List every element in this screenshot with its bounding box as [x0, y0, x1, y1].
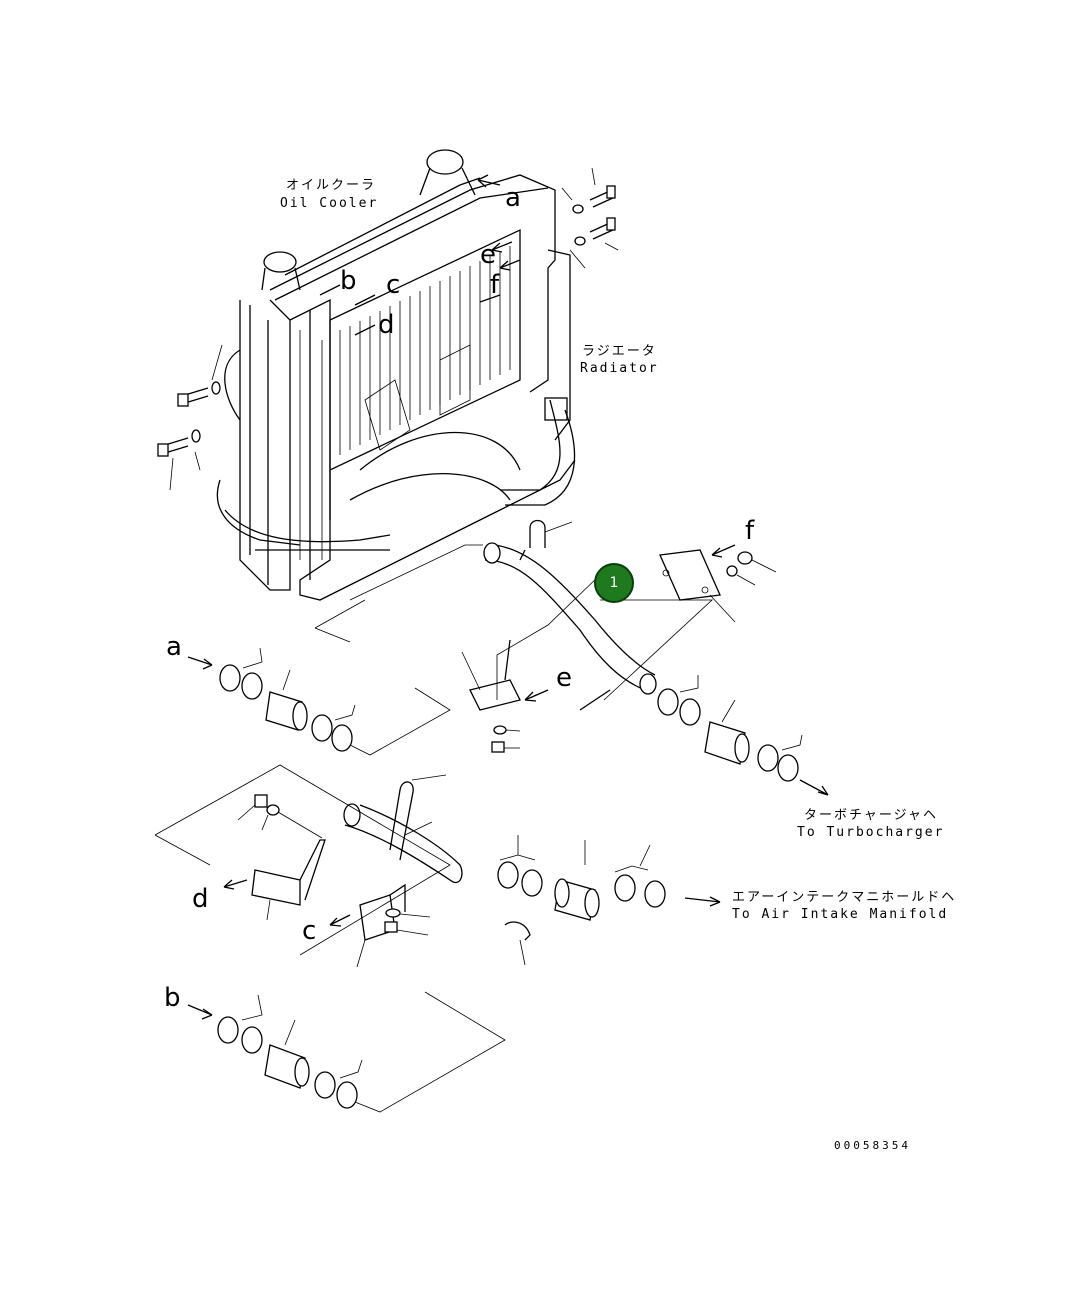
hose-set-b	[187, 991, 506, 1113]
ref-letter-d-top: d	[378, 310, 395, 340]
turbo-label-jp: ターボチャージャヘ	[804, 808, 938, 823]
hose-set-turbo	[657, 675, 829, 796]
ref-letter-b: b	[164, 983, 181, 1013]
ref-letter-f: f	[745, 516, 755, 546]
hose-set-a	[187, 647, 451, 756]
intercooler-pipe-1	[314, 519, 714, 701]
bracket-e	[461, 639, 611, 753]
part-callout-number: 1	[609, 575, 619, 591]
part-callout-1[interactable]: 1	[594, 563, 634, 603]
bracket-f	[659, 544, 777, 623]
radiator-assembly	[216, 149, 576, 601]
ref-letter-d: d	[192, 884, 209, 914]
oil-cooler-label-en: Oil Cooler	[280, 196, 379, 211]
ref-letter-c: c	[302, 916, 317, 946]
hose-set-intake	[497, 835, 721, 921]
ref-letter-e: e	[556, 663, 572, 693]
radiator-label-jp: ラジエータ	[582, 344, 657, 359]
left-bolts	[157, 344, 223, 491]
intake-label-en: To Air Intake Manifold	[732, 907, 949, 922]
radiator-arrows	[319, 174, 521, 336]
radiator-label-en: Radiator	[580, 361, 659, 376]
intake-label-jp: エアーインテークマニホールドヘ	[732, 890, 957, 905]
ref-letter-f-top: f	[490, 270, 500, 300]
ref-letter-c-top: c	[386, 270, 401, 300]
drawing-number: 00058354	[834, 1139, 911, 1152]
ref-letter-b-top: b	[340, 266, 357, 296]
ref-letter-e-top: e	[480, 240, 496, 270]
lower-pipe	[154, 764, 531, 968]
right-top-bolts	[561, 167, 619, 269]
ref-letter-a: a	[166, 632, 182, 662]
oil-cooler-label-jp: オイルクーラ	[286, 178, 377, 193]
ref-letter-a-top: a	[505, 183, 521, 213]
turbo-label-en: To Turbocharger	[797, 825, 945, 840]
